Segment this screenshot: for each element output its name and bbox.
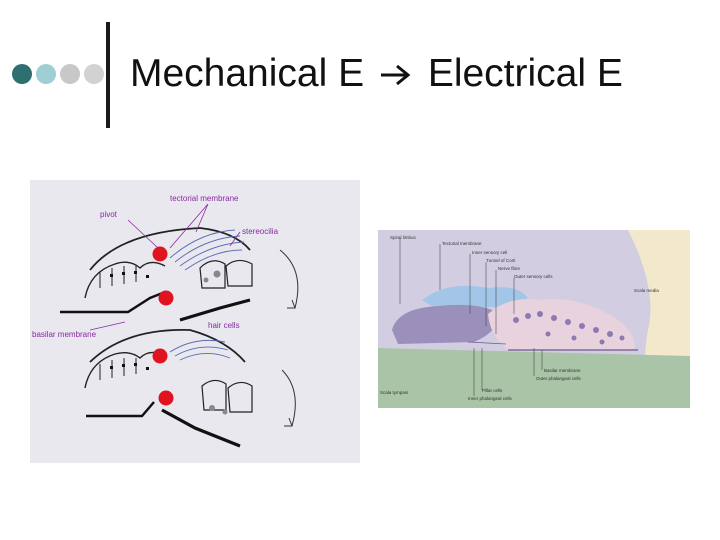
title-right-text: Electrical E (427, 52, 623, 95)
label-scala-media: Scala media (634, 288, 659, 293)
label-tunnel-of-corti: Tunnel of Corti (486, 258, 515, 263)
pivot-marker (152, 246, 168, 262)
decorative-bullet-dots (12, 64, 104, 86)
hair-cell-diagram: tectorial membrane pivot stereocilia hai… (30, 180, 360, 463)
label-hair-cells: hair cells (208, 321, 240, 330)
bullet-dot-1 (12, 64, 32, 84)
deflected-state-diagram (84, 329, 296, 448)
right-arrow-icon (379, 52, 413, 96)
bullet-dot-3 (60, 64, 80, 84)
label-basilar-membrane: basilar membrane (32, 330, 97, 339)
label-spiral-limbus: Spiral limbus (390, 235, 417, 240)
resting-state-diagram (60, 203, 299, 331)
label-outer-phalangeal-cells: Outer phalangeal cells (536, 376, 582, 381)
bullet-dot-4 (84, 64, 104, 84)
label-basilar-membrane-2: Basilar membrane (544, 368, 581, 373)
bullet-dot-2 (36, 64, 56, 84)
pivot-marker (158, 290, 174, 306)
label-inner-sensory-cell: Inner sensory cell (472, 250, 507, 255)
label-inner-phalangeal-cells: Inner phalangeal cells (468, 396, 513, 401)
label-outer-sensory-cells: Outer sensory cells (514, 274, 553, 279)
label-tectorial-membrane: tectorial membrane (170, 194, 239, 203)
organ-of-corti-diagram: Spiral limbus Tectorial membrane Inner s… (378, 230, 690, 408)
title-left-text: Mechanical E (130, 52, 365, 95)
label-pivot: pivot (100, 210, 118, 219)
label-stereocilia: stereocilia (242, 227, 279, 236)
label-scala-tympani: Scala tympani (380, 390, 408, 395)
title-divider (106, 22, 110, 128)
label-tectorial-membrane-2: Tectorial membrane (442, 241, 482, 246)
pivot-marker (152, 348, 168, 364)
label-nerve-fibre: Nerve fibre (498, 266, 521, 271)
label-pillar-cells: Pillar cells (482, 388, 503, 393)
pivot-marker (158, 390, 174, 406)
slide-title: Mechanical E Electrical E (130, 52, 623, 96)
